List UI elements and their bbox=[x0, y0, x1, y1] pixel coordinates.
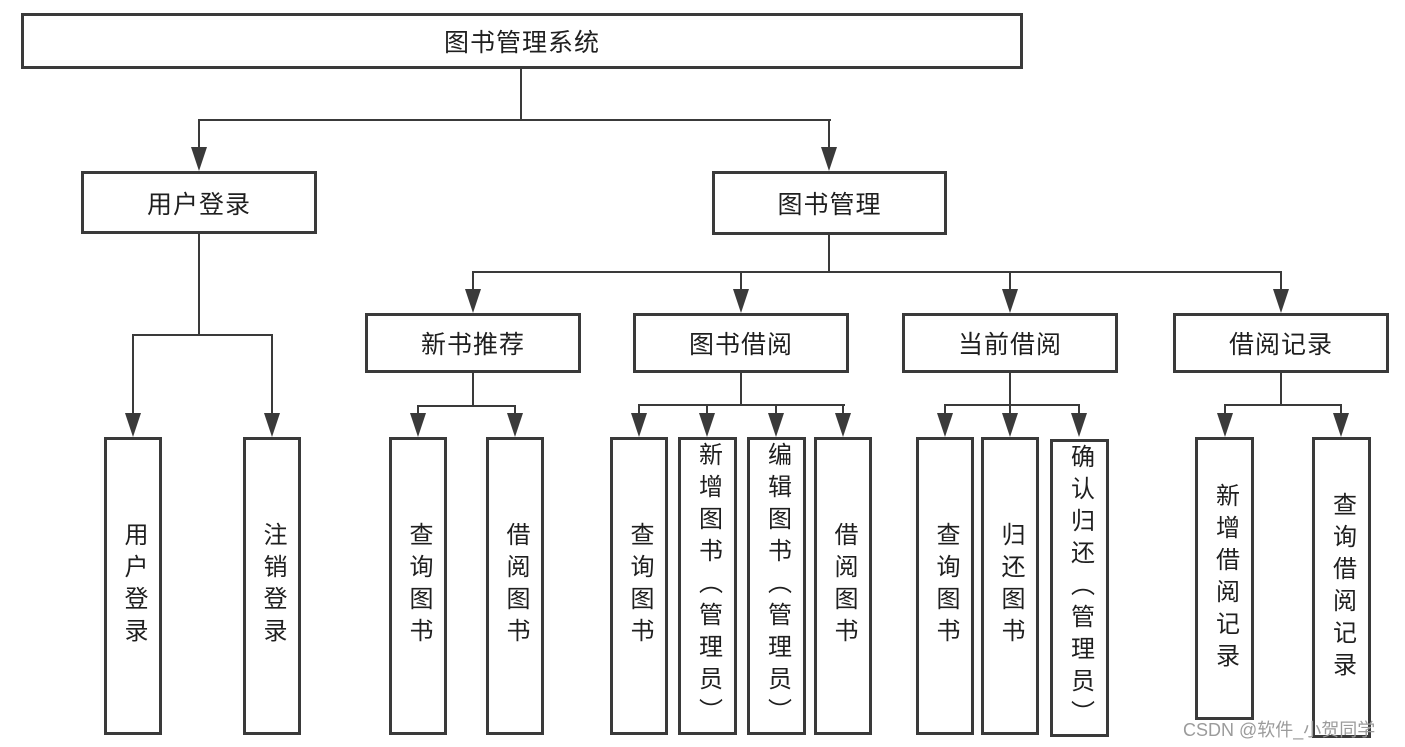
down-arrowhead bbox=[1071, 413, 1087, 437]
leaf-confirm-return-admin: 确认归还（管理员） bbox=[1050, 439, 1109, 737]
connector-stem bbox=[706, 404, 708, 415]
down-arrowhead bbox=[264, 413, 280, 437]
down-arrowhead bbox=[125, 413, 141, 437]
connector-stem bbox=[1340, 404, 1342, 415]
down-arrowhead bbox=[631, 413, 647, 437]
leaf-return-books-label: 归还图书 bbox=[997, 522, 1024, 650]
node-new-book-recommend: 新书推荐 bbox=[365, 313, 581, 373]
leaf-edit-book-admin-label: 编辑图书（管理员） bbox=[763, 442, 791, 730]
node-user-login: 用户登录 bbox=[81, 171, 317, 234]
connector-stem bbox=[842, 404, 844, 415]
down-arrowhead bbox=[410, 413, 426, 437]
node-current-borrowing-label: 当前借阅 bbox=[957, 331, 1062, 359]
connector-drop bbox=[472, 373, 474, 407]
node-current-borrowing: 当前借阅 bbox=[902, 313, 1118, 373]
connector-stem bbox=[132, 334, 134, 414]
connector-stem bbox=[514, 405, 516, 415]
leaf-query-books-current-label: 查询图书 bbox=[932, 522, 959, 650]
leaf-add-borrow-record-label: 新增借阅记录 bbox=[1211, 482, 1239, 675]
leaf-confirm-return-admin-label: 确认归还（管理员） bbox=[1066, 444, 1094, 732]
node-book-borrowing: 图书借阅 bbox=[633, 313, 849, 373]
leaf-borrow-books-borrowing-label: 借阅图书 bbox=[830, 522, 857, 650]
down-arrowhead bbox=[768, 413, 784, 437]
connector-stem bbox=[828, 119, 830, 148]
connector-login-drop bbox=[198, 234, 200, 336]
connector-stem bbox=[1280, 271, 1282, 290]
leaf-query-books-current: 查询图书 bbox=[916, 437, 974, 735]
node-root-label: 图书管理系统 bbox=[443, 29, 600, 57]
down-arrowhead bbox=[1273, 289, 1289, 313]
connector-stem bbox=[740, 271, 742, 290]
watermark: CSDN @软件_小贺同学 bbox=[1183, 720, 1376, 740]
connector-hbar bbox=[1224, 404, 1342, 406]
connector-stem bbox=[1009, 404, 1011, 415]
connector-stem bbox=[198, 119, 200, 148]
connector-hbar bbox=[417, 405, 516, 407]
node-root: 图书管理系统 bbox=[21, 13, 1023, 69]
connector-drop bbox=[1280, 373, 1282, 406]
down-arrowhead bbox=[1333, 413, 1349, 437]
down-arrowhead bbox=[699, 413, 715, 437]
node-new-book-recommend-label: 新书推荐 bbox=[420, 331, 525, 359]
connector-mgmt-hbar bbox=[472, 271, 1282, 273]
down-arrowhead bbox=[465, 289, 481, 313]
connector-stem bbox=[1078, 404, 1080, 415]
leaf-edit-book-admin: 编辑图书（管理员） bbox=[747, 437, 806, 735]
leaf-user-login: 用户登录 bbox=[104, 437, 162, 735]
connector-hbar bbox=[638, 404, 845, 406]
connector-drop bbox=[1009, 373, 1011, 406]
leaf-add-book-admin-label: 新增图书（管理员） bbox=[694, 442, 722, 730]
node-book-management: 图书管理 bbox=[712, 171, 947, 235]
node-book-borrowing-label: 图书借阅 bbox=[688, 331, 793, 359]
leaf-query-borrow-record: 查询借阅记录 bbox=[1312, 437, 1371, 738]
connector-root-hbar bbox=[198, 119, 831, 121]
connector-stem bbox=[472, 271, 474, 290]
leaf-borrow-books-recommend: 借阅图书 bbox=[486, 437, 544, 735]
node-borrowing-records-label: 借阅记录 bbox=[1228, 331, 1333, 359]
leaf-borrow-books-borrowing: 借阅图书 bbox=[814, 437, 872, 735]
node-book-management-label: 图书管理 bbox=[777, 191, 882, 219]
down-arrowhead bbox=[1217, 413, 1233, 437]
connector-stem bbox=[638, 404, 640, 415]
connector-login-hbar bbox=[132, 334, 273, 336]
leaf-logout-label: 注销登录 bbox=[259, 522, 286, 650]
node-borrowing-records: 借阅记录 bbox=[1173, 313, 1389, 373]
connector-stem bbox=[417, 405, 419, 415]
connector-stem bbox=[775, 404, 777, 415]
down-arrowhead bbox=[1002, 289, 1018, 313]
leaf-logout: 注销登录 bbox=[243, 437, 301, 735]
down-arrowhead bbox=[937, 413, 953, 437]
connector-stem bbox=[944, 404, 946, 415]
leaf-query-books-recommend-label: 查询图书 bbox=[405, 522, 432, 650]
leaf-borrow-books-recommend-label: 借阅图书 bbox=[502, 522, 529, 650]
connector-stem bbox=[271, 334, 273, 414]
down-arrowhead bbox=[733, 289, 749, 313]
down-arrowhead bbox=[835, 413, 851, 437]
leaf-return-books: 归还图书 bbox=[981, 437, 1039, 735]
leaf-query-borrow-record-label: 查询借阅记录 bbox=[1328, 491, 1356, 684]
down-arrowhead bbox=[1002, 413, 1018, 437]
connector-stem bbox=[1009, 271, 1011, 290]
connector-mgmt-drop bbox=[828, 235, 830, 273]
node-user-login-label: 用户登录 bbox=[146, 190, 251, 219]
down-arrowhead bbox=[821, 147, 837, 171]
down-arrowhead bbox=[191, 147, 207, 171]
leaf-query-books-borrowing-label: 查询图书 bbox=[626, 522, 653, 650]
leaf-user-login-label: 用户登录 bbox=[120, 522, 147, 650]
leaf-query-books-borrowing: 查询图书 bbox=[610, 437, 668, 735]
leaf-add-book-admin: 新增图书（管理员） bbox=[678, 437, 737, 735]
connector-root-drop bbox=[520, 69, 522, 120]
down-arrowhead bbox=[507, 413, 523, 437]
connector-drop bbox=[740, 373, 742, 406]
leaf-query-books-recommend: 查询图书 bbox=[389, 437, 447, 735]
leaf-add-borrow-record: 新增借阅记录 bbox=[1195, 437, 1254, 720]
connector-hbar bbox=[944, 404, 1080, 406]
connector-stem bbox=[1224, 404, 1226, 415]
